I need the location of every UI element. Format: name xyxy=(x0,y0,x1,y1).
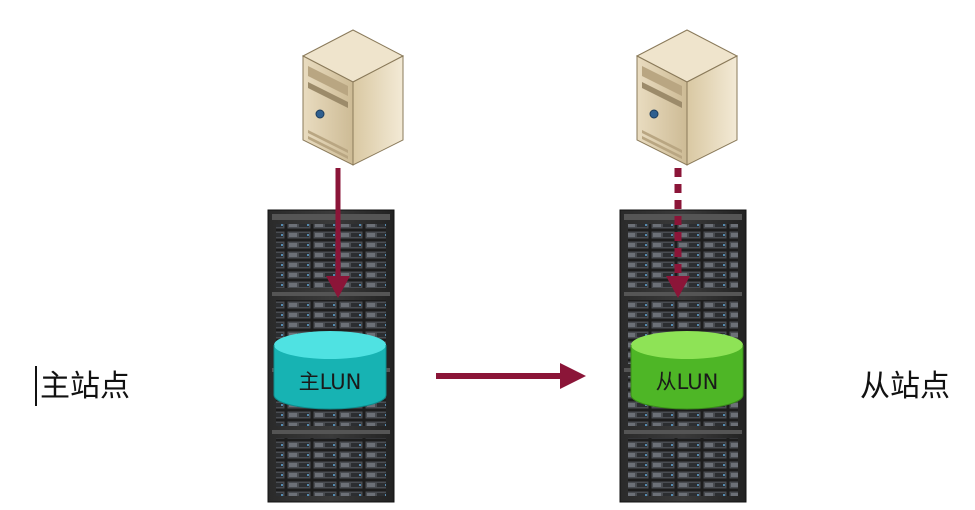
secondary-site-label: 从站点 xyxy=(860,369,950,404)
primary-host-server-icon xyxy=(301,29,405,166)
secondary-host-server-icon xyxy=(635,29,739,166)
replication-arrow xyxy=(436,363,586,389)
primary-site-label: 主站点 xyxy=(40,369,130,404)
host-to-secondary-dotted-arrow xyxy=(666,168,690,298)
primary-lun-cylinder-icon: 主LUN xyxy=(273,331,387,410)
secondary-lun-label: 从LUN xyxy=(656,370,719,394)
primary-lun-label: 主LUN xyxy=(299,370,362,394)
host-to-primary-arrow xyxy=(326,168,350,298)
text-cursor-mark xyxy=(35,366,37,406)
secondary-lun-cylinder-icon: 从LUN xyxy=(630,331,744,410)
